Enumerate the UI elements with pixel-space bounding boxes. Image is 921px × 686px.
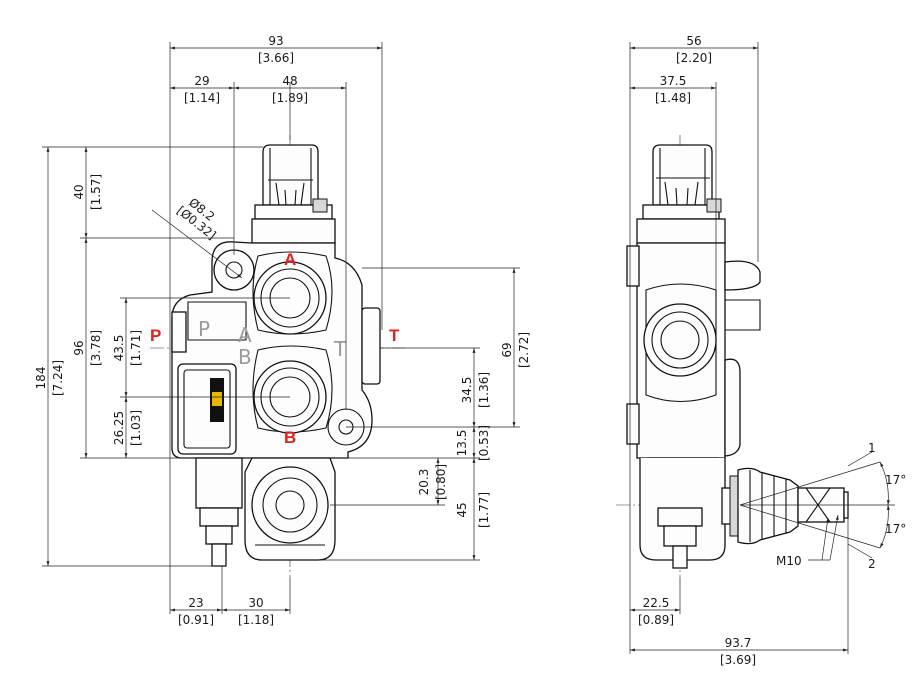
- dim-top-section-in: [1.57]: [89, 174, 103, 210]
- stamp-a: A: [238, 323, 252, 347]
- stamp-b: B: [238, 345, 252, 369]
- side-dim-inner-width: 37.5: [660, 74, 687, 88]
- dim-top-section: 40: [72, 184, 86, 199]
- side-view: 1 2 17° 17° M10: [616, 135, 906, 578]
- lever-position-1: 1: [868, 441, 876, 455]
- dim-height-total: 184: [34, 367, 48, 390]
- side-pilot-cap: [636, 144, 726, 244]
- dim-port-p-height-in: [1.71]: [129, 330, 143, 366]
- dim-width-total: 93: [268, 34, 283, 48]
- lever-angle-down: 17°: [885, 522, 906, 536]
- port-label-b: B: [284, 428, 296, 447]
- dim-left-offset: 29: [194, 74, 209, 88]
- dim-body-height-in: [3.78]: [89, 330, 103, 366]
- front-dimensions: 93 [3.66] 29 [1.14] 48 [1.89] Ø8.2 [Ø0.3…: [34, 34, 531, 627]
- dim-b-offset-in: [0.53]: [477, 425, 491, 461]
- dim-b-offset: 13.5: [455, 430, 469, 457]
- side-lower-part: [639, 457, 726, 569]
- lever-position-2: 2: [868, 557, 876, 571]
- dim-width-total-in: [3.66]: [258, 51, 294, 65]
- dim-port-spacing: 69: [500, 342, 514, 357]
- port-label-t: T: [389, 326, 400, 345]
- dim-bottom-right: 30: [248, 596, 263, 610]
- dim-bottom-left-in: [0.91]: [178, 613, 214, 627]
- dim-lower-port-in: [1.03]: [129, 410, 143, 446]
- side-dim-bottom-left: 22.5: [643, 596, 670, 610]
- lever-angle-up: 17°: [885, 473, 906, 487]
- side-dim-bottom-left-in: [0.89]: [638, 613, 674, 627]
- dim-lower-section-in: [1.77]: [477, 492, 491, 528]
- dim-mid-width-in: [1.89]: [272, 91, 308, 105]
- port-label-p: P: [150, 326, 161, 345]
- thread-label: M10: [776, 554, 802, 568]
- lower-spool-housing: [244, 457, 336, 561]
- side-dim-width-total: 56: [686, 34, 701, 48]
- dim-bottom-left: 23: [188, 596, 203, 610]
- dim-mid-width: 48: [282, 74, 297, 88]
- side-dim-length-total-in: [3.69]: [720, 653, 756, 667]
- dim-lower-section: 45: [455, 502, 469, 517]
- side-dim-inner-width-in: [1.48]: [655, 91, 691, 105]
- mounting-hole-top: [213, 249, 255, 291]
- side-dim-width-total-in: [2.20]: [676, 51, 712, 65]
- lower-left-fitting: [195, 457, 243, 567]
- dim-lower-gap: 20.3: [417, 469, 431, 496]
- side-dimensions: 56 [2.20] 37.5 [1.48] 22.5 [0.89] 93.7 […: [629, 34, 849, 667]
- dim-lower-port: 26.25: [112, 411, 126, 445]
- dim-height-total-in: [7.24]: [51, 360, 65, 396]
- dim-bottom-right-in: [1.18]: [238, 613, 274, 627]
- front-view: P A B T A B P T: [150, 135, 405, 578]
- label-plate: [177, 363, 237, 455]
- port-label-a: A: [284, 250, 296, 269]
- side-dim-length-total: 93.7: [725, 636, 752, 650]
- dim-lower-gap-in: [0.80]: [434, 464, 448, 500]
- dim-left-offset-in: [1.14]: [184, 91, 220, 105]
- dim-body-height: 96: [72, 340, 86, 355]
- dim-b-to-t-in: [1.36]: [477, 372, 491, 408]
- stamp-t: T: [333, 337, 347, 361]
- dim-b-to-t: 34.5: [460, 377, 474, 404]
- dim-port-p-height: 43.5: [112, 335, 126, 362]
- pilot-cap: [251, 144, 336, 244]
- dim-port-spacing-in: [2.72]: [517, 332, 531, 368]
- side-port: [643, 303, 717, 377]
- stamp-p: P: [198, 317, 210, 341]
